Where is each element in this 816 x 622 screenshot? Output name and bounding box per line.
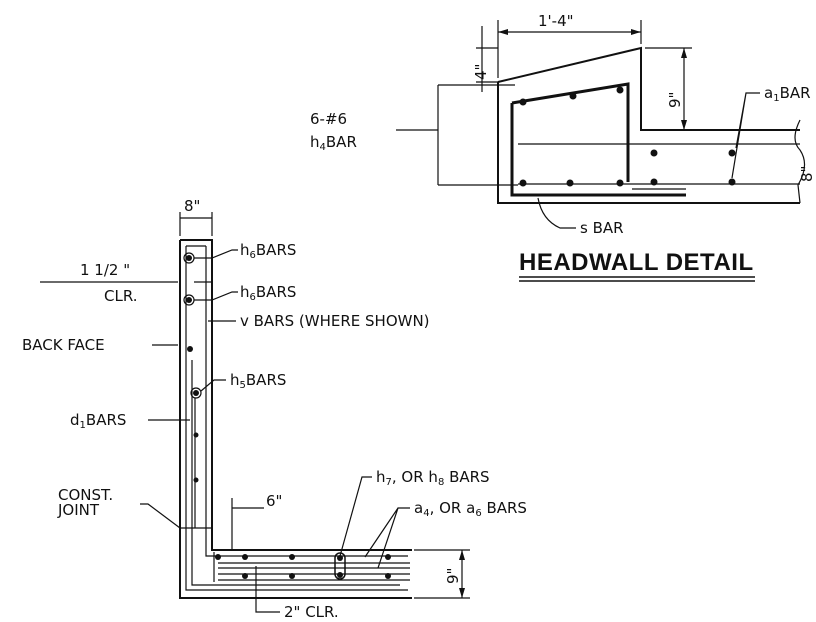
- wall-section: 8" 1 1/2 " CLR. h6BARS h6BARS v BARS (WH…: [22, 197, 527, 621]
- h5-label: h5BARS: [230, 371, 286, 391]
- back-face-label: BACK FACE: [22, 336, 105, 354]
- h7-label: h7, OR h8 BARS: [376, 468, 490, 488]
- h4-count-label: 6-#6: [310, 110, 347, 128]
- slab-bars: [218, 562, 410, 581]
- a4-leader: [364, 507, 410, 569]
- h6-bar-dot: [186, 297, 192, 303]
- dim-slab-text: 9": [444, 568, 462, 584]
- dim-width-label: 1'-4": [538, 12, 574, 30]
- const-label-2: JOINT: [57, 501, 100, 519]
- h6-label-2: h6BARS: [240, 283, 296, 303]
- dim-top-label: 4": [472, 64, 490, 80]
- dim-thickness-line: [179, 212, 213, 236]
- d1-bar-dot: [193, 477, 199, 483]
- v-bar-dot: [187, 346, 193, 352]
- dim-depth-label: 9": [666, 92, 684, 108]
- clear-label: CLR.: [104, 287, 138, 305]
- a1-leader: [731, 92, 760, 179]
- dim-thickness-label: 8": [184, 197, 200, 215]
- dim-slab-label: 8": [798, 166, 816, 182]
- headwall-outline-bottom: [497, 82, 800, 204]
- a4-label: a4, OR a6 BARS: [414, 499, 527, 519]
- d1-bar-dot: [193, 432, 199, 438]
- h4-bar-dot: [519, 98, 527, 106]
- wall-back-bar: [185, 246, 408, 591]
- a1-bar-dot: [728, 178, 736, 186]
- d1-label: d1BARS: [70, 411, 126, 431]
- const-joint-leader: [140, 503, 181, 529]
- h4-bar-dot: [566, 179, 574, 187]
- a1-bar-dot: [728, 149, 736, 157]
- h7-leader: [339, 476, 372, 557]
- bottom-clear-leader: [255, 566, 280, 613]
- headwall-outline-top: [497, 46, 800, 131]
- wall-outer-face: [179, 240, 412, 599]
- title-underline: [519, 276, 755, 282]
- v-bars-label: v BARS (WHERE SHOWN): [240, 312, 430, 330]
- headwall-title: HEADWALL DETAIL: [519, 249, 754, 276]
- s-bar-leader: [537, 197, 576, 229]
- a1-bar-dot: [650, 178, 658, 186]
- h6-leader-1: [194, 249, 238, 259]
- h5-bar-dot: [193, 390, 199, 396]
- headwall-detail: 1'-4" 4" 9" 8" 6-#6 h4BAR a1BAR s BAR HE…: [310, 12, 816, 282]
- dim-depth-line: [645, 47, 692, 131]
- s-bar-label: s BAR: [580, 219, 624, 237]
- const-label-1: CONST.: [58, 486, 113, 504]
- h4-leader: [396, 84, 518, 186]
- h6-leader-2: [194, 291, 238, 301]
- h4-label: h4BAR: [310, 133, 357, 153]
- dim-six-label: 6": [266, 492, 282, 510]
- wall-inner-face: [180, 239, 412, 551]
- h4-bar-dot: [569, 92, 577, 100]
- dim-top-line: [476, 26, 498, 92]
- a1-bar-dot: [650, 149, 658, 157]
- dim-six-line: [231, 498, 264, 550]
- h7-bar-lap: [334, 552, 346, 580]
- h5-leader: [200, 379, 226, 392]
- h6-bar-dot: [186, 255, 192, 261]
- h4-bar-dot: [616, 86, 624, 94]
- headwall-break-line: [794, 119, 806, 204]
- h4-bar-dot: [616, 179, 624, 187]
- h4-bar-dot: [519, 179, 527, 187]
- a1-label: a1BAR: [764, 84, 811, 104]
- headwall-s-bar: [510, 82, 686, 197]
- bottom-clear-label: 2" CLR.: [284, 603, 339, 621]
- clear-top-label: 1 1/2 ": [80, 261, 130, 279]
- h6-label-1: h6BARS: [240, 241, 296, 261]
- d1-bar: [191, 360, 400, 586]
